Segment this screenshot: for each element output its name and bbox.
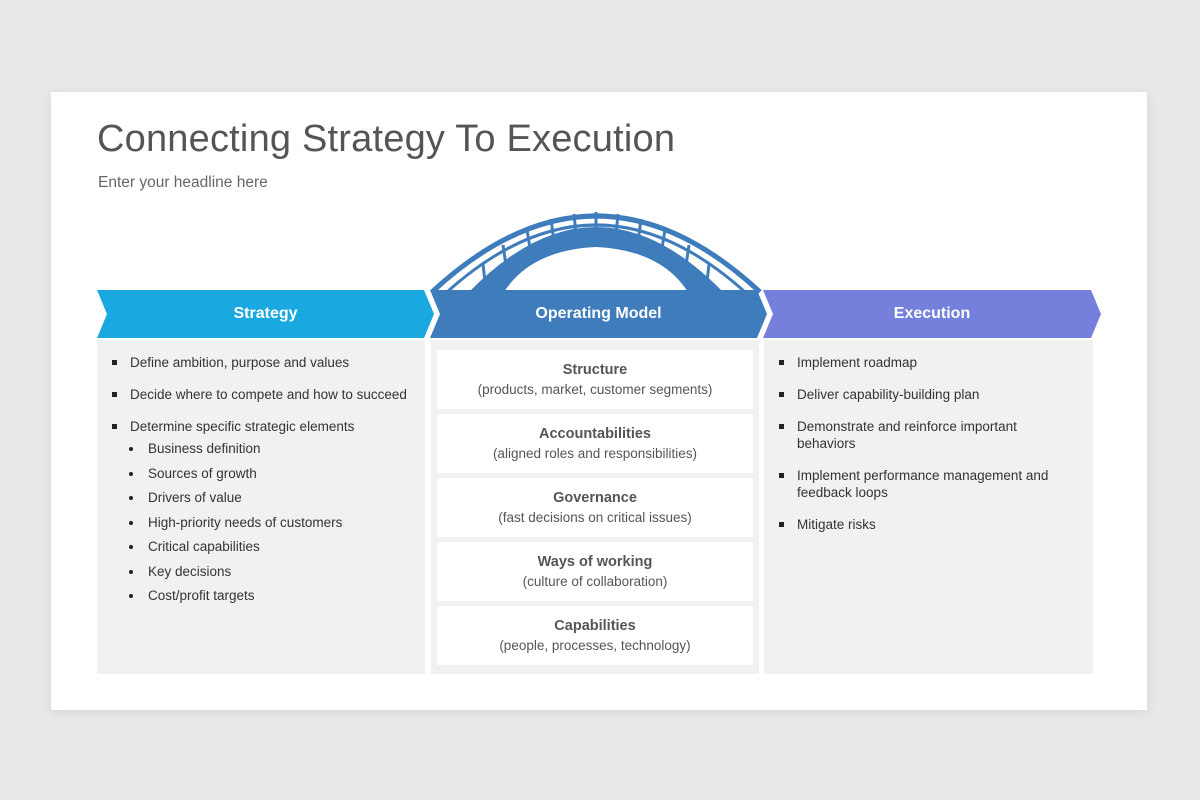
strategy-panel: Define ambition, purpose and values Deci…	[97, 340, 425, 674]
slide-subtitle: Enter your headline here	[98, 174, 268, 191]
strategy-header: Strategy	[97, 290, 434, 338]
bridge-deck	[469, 227, 723, 292]
strategy-sub-bullet: Drivers of value	[129, 489, 409, 506]
strategy-bullet-text: Determine specific strategic elements	[130, 419, 355, 434]
operating-model-header-label: Operating Model	[535, 305, 662, 322]
card-title: Accountabilities	[539, 425, 651, 442]
execution-panel: Implement roadmap Deliver capability-bui…	[764, 340, 1093, 674]
operating-model-panel: Structure (products, market, customer se…	[431, 340, 759, 674]
execution-bullet-list: Implement roadmap Deliver capability-bui…	[764, 340, 1093, 533]
strategy-sub-bullet-list: Business definition Sources of growth Dr…	[129, 440, 409, 604]
operating-model-card-ways-of-working: Ways of working (culture of collaboratio…	[437, 542, 753, 601]
strategy-bullet: Decide where to compete and how to succe…	[112, 386, 409, 403]
slide: Connecting Strategy To Execution Enter y…	[51, 92, 1147, 710]
execution-header: Execution	[763, 290, 1101, 338]
operating-model-card-governance: Governance (fast decisions on critical i…	[437, 478, 753, 537]
card-title: Ways of working	[537, 553, 653, 570]
card-description: (fast decisions on critical issues)	[498, 509, 692, 525]
card-description: (culture of collaboration)	[522, 573, 668, 589]
strategy-sub-bullet: Cost/profit targets	[129, 587, 409, 604]
execution-bullet: Implement roadmap	[779, 354, 1077, 371]
execution-bullet: Implement performance management and fee…	[779, 467, 1077, 501]
strategy-header-label: Strategy	[233, 305, 298, 322]
bridge-outer-arch	[430, 213, 762, 294]
operating-model-card-list: Structure (products, market, customer se…	[431, 340, 759, 665]
execution-bullet: Mitigate risks	[779, 516, 1077, 533]
strategy-sub-bullet: Critical capabilities	[129, 538, 409, 555]
card-description: (aligned roles and responsibilities)	[492, 445, 698, 461]
card-description: (products, market, customer segments)	[477, 381, 713, 397]
bridge-hangers	[481, 212, 711, 292]
operating-model-card-capabilities: Capabilities (people, processes, technol…	[437, 606, 753, 665]
strategy-bullet: Define ambition, purpose and values	[112, 354, 409, 371]
bridge-inner-arch	[445, 223, 747, 294]
execution-bullet: Demonstrate and reinforce important beha…	[779, 418, 1077, 452]
strategy-bullet: Determine specific strategic elements Bu…	[112, 418, 409, 604]
operating-model-header: Operating Model	[430, 290, 767, 338]
operating-model-card-structure: Structure (products, market, customer se…	[437, 350, 753, 409]
strategy-sub-bullet: Business definition	[129, 440, 409, 457]
strategy-bullet-list: Define ambition, purpose and values Deci…	[97, 340, 425, 604]
card-title: Governance	[553, 489, 637, 506]
execution-bullet: Deliver capability-building plan	[779, 386, 1077, 403]
card-title: Structure	[562, 361, 628, 378]
card-title: Capabilities	[554, 617, 636, 634]
slide-title: Connecting Strategy To Execution	[97, 118, 676, 160]
execution-header-label: Execution	[893, 305, 971, 322]
operating-model-card-accountabilities: Accountabilities (aligned roles and resp…	[437, 414, 753, 473]
strategy-sub-bullet: Key decisions	[129, 563, 409, 580]
strategy-sub-bullet: High-priority needs of customers	[129, 514, 409, 531]
card-description: (people, processes, technology)	[499, 637, 691, 653]
strategy-sub-bullet: Sources of growth	[129, 465, 409, 482]
